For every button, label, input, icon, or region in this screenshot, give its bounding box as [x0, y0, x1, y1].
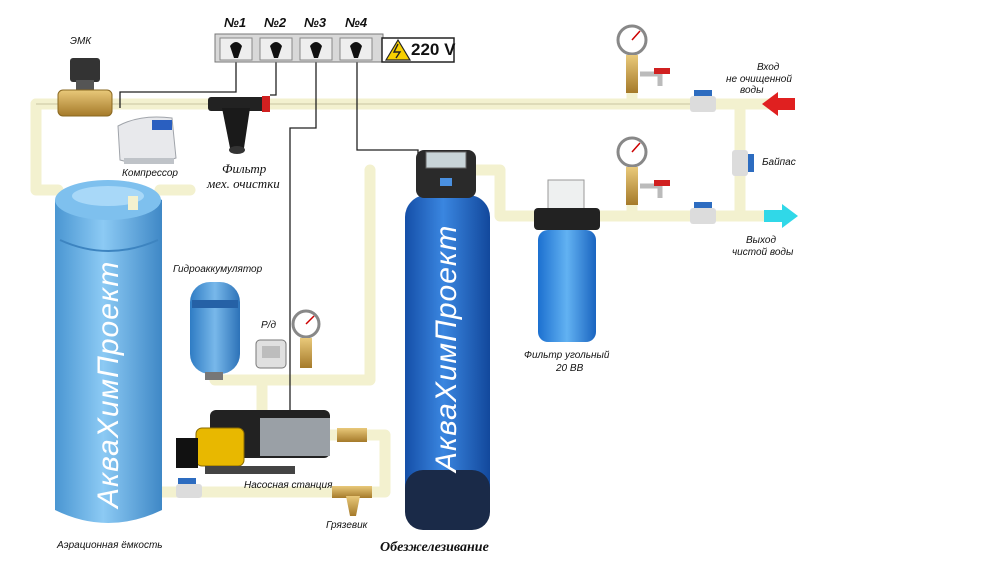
wire-s2-filter	[270, 60, 277, 96]
inlet-label-2: не очищенной	[726, 74, 792, 85]
pressure-switch	[255, 339, 287, 369]
tank-brand-text: АкваХимПроект	[92, 260, 125, 508]
mud-trap-label: Грязевик	[326, 520, 368, 531]
ball-valves	[176, 90, 754, 498]
wire-s1-emk	[119, 60, 237, 108]
pipe-tank-riser	[30, 98, 64, 196]
carbon-filter-label-2: 20 ВВ	[556, 363, 584, 374]
carbon-filter-label-1: Фильтр угольный	[524, 350, 610, 361]
emk-label: ЭМК	[70, 36, 92, 47]
compressor	[117, 116, 177, 164]
aeration-tank-label: Аэрационная ёмкость	[57, 540, 163, 551]
inlet-label-1: Вход	[757, 62, 780, 73]
column-brand-text: АкваХимПроект	[430, 224, 463, 472]
mud-trap	[332, 428, 372, 516]
compressor-label: Компрессор	[122, 168, 178, 179]
pressure-gauge-icon	[616, 24, 670, 93]
mech-filter-label-2: мех. очистки	[207, 176, 280, 191]
inlet-label-3: воды	[740, 85, 764, 96]
wire-s4-controller	[356, 60, 419, 160]
pressure-switch-label: Р/д	[261, 320, 276, 331]
outlet-label-2: чистой воды	[732, 247, 794, 258]
hydro-accumulator	[190, 282, 240, 380]
inlet-arrow-icon	[762, 92, 795, 116]
socket-2-label: №2	[264, 15, 287, 30]
bypass-label: Байпас	[762, 157, 796, 168]
aeration-tank	[55, 180, 162, 523]
carbon-filter	[534, 179, 600, 342]
pressure-gauge-icon	[616, 136, 670, 205]
pressure-gauge-icon	[291, 309, 321, 368]
pump-station-label: Насосная станция	[244, 480, 333, 491]
mech-filter	[208, 96, 270, 154]
pump-station	[176, 410, 330, 474]
mech-filter-label-1: Фильтр	[222, 161, 267, 176]
hydro-accumulator-label: Гидроаккумулятор	[173, 264, 263, 275]
deironing-column	[405, 150, 490, 530]
outlet-arrow-icon	[764, 204, 798, 228]
emk-solenoid-valve	[57, 58, 113, 117]
socket-1-label: №1	[224, 15, 247, 30]
socket-3-label: №3	[304, 15, 327, 30]
deironing-label: Обезжелезивание	[380, 540, 489, 555]
voltage-label: 220 V	[411, 40, 456, 59]
wire-s3-pump	[289, 60, 317, 330]
socket-4-label: №4	[345, 15, 368, 30]
outlet-label-1: Выход	[746, 235, 777, 246]
warning-bolt-icon	[384, 38, 412, 61]
